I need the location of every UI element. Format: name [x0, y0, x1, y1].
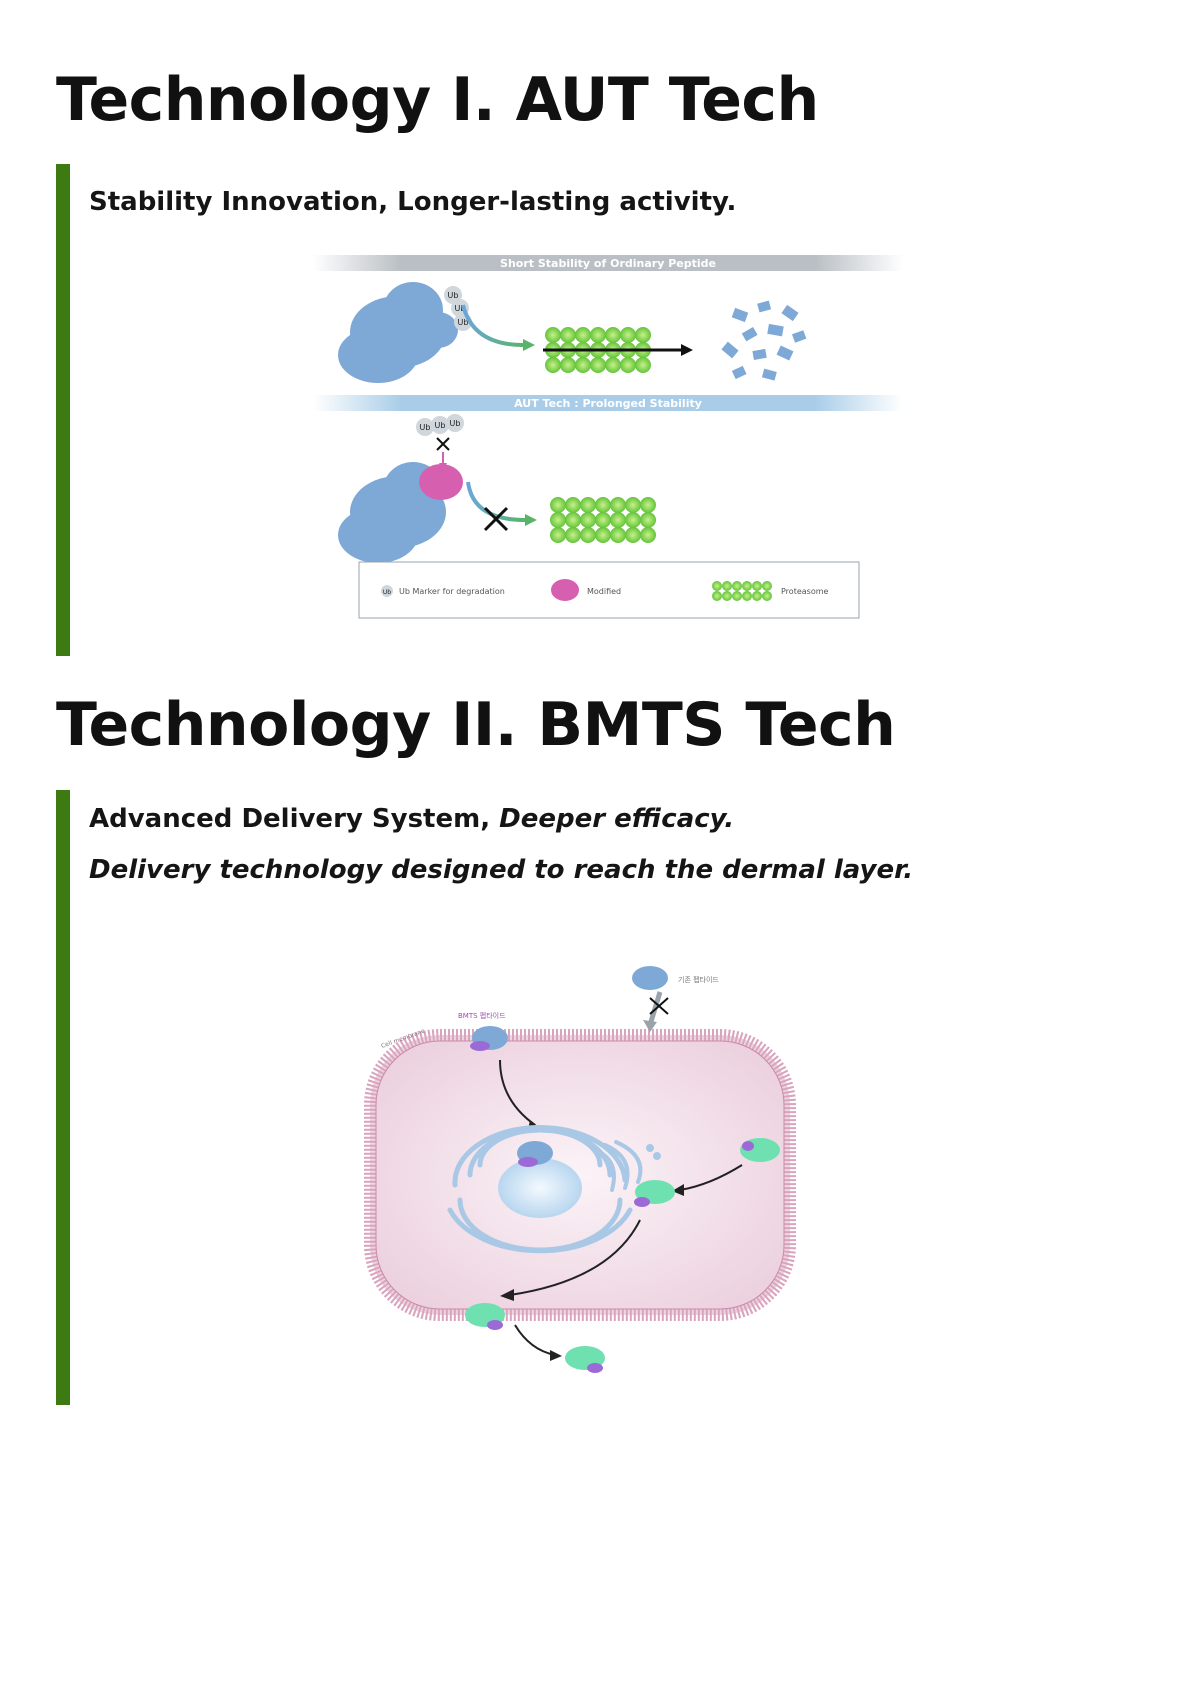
- banner-top-label: Short Stability of Ordinary Peptide: [500, 257, 716, 270]
- banner-top: [313, 255, 903, 271]
- svg-text:Ub: Ub: [448, 291, 459, 300]
- nucleus-core: [498, 1158, 582, 1218]
- curved-arrow: [461, 304, 524, 347]
- legend-modified-label: Modified: [587, 587, 621, 596]
- banner-bottom-label: AUT Tech : Prolonged Stability: [514, 397, 702, 410]
- section-title-aut-tech: Technology I. AUT Tech: [56, 65, 819, 135]
- section-accent-bar: [56, 790, 70, 1405]
- peptide-released: [565, 1346, 605, 1373]
- protein-blob-modified: [338, 462, 463, 563]
- svg-text:Ub: Ub: [435, 421, 446, 430]
- diagram-legend: Ub Ub Marker for degradation Modified Pr…: [358, 561, 860, 619]
- bmts-peptide-label: BMTS 펩타이드: [458, 1011, 506, 1020]
- peptide-fragments: [721, 300, 807, 381]
- protein-blob: [338, 282, 458, 383]
- ub-tags-blocked: Ub Ub Ub: [416, 414, 464, 470]
- peptide-bottom-membrane: [465, 1303, 505, 1330]
- nuclear-peptide: [517, 1141, 553, 1167]
- legend-ub-label: Ub Marker for degradation: [399, 587, 505, 596]
- aut-tech-diagram: Short Stability of Ordinary Peptide Ub U…: [313, 250, 903, 622]
- existing-peptide-label: 기존 펩타이드: [678, 975, 719, 984]
- cell-membrane: [364, 1029, 796, 1321]
- legend-proteasome-label: Proteasome: [781, 587, 829, 596]
- banner-bottom: [313, 395, 903, 411]
- proteasome-intact: [550, 497, 656, 543]
- svg-text:Ub: Ub: [450, 419, 461, 428]
- golgi: [593, 1140, 661, 1192]
- peptide-cytoplasm: [634, 1180, 675, 1207]
- bmts-cell-diagram: Cell membrane BMTS 펩타이드 기존 펩타이드: [350, 960, 840, 1390]
- section-subtitle: Stability Innovation, Longer-lasting act…: [89, 187, 737, 217]
- peptide-right-membrane: [740, 1138, 780, 1162]
- section-title-bmts-tech: Technology II. BMTS Tech: [56, 690, 896, 760]
- section-subtitle: Advanced Delivery System, Deeper efficac…: [89, 804, 735, 834]
- svg-text:Ub: Ub: [455, 304, 466, 313]
- svg-text:Ub: Ub: [458, 318, 469, 327]
- svg-text:Ub: Ub: [383, 589, 391, 596]
- section-accent-bar: [56, 164, 70, 656]
- bmts-peptide: [470, 1026, 508, 1051]
- svg-text:Ub: Ub: [420, 423, 431, 432]
- section-subtitle-2: Delivery technology designed to reach th…: [89, 855, 914, 885]
- existing-peptide: [632, 966, 668, 990]
- curved-arrow-blocked: [466, 481, 526, 522]
- uptake-arrow: [499, 1059, 536, 1126]
